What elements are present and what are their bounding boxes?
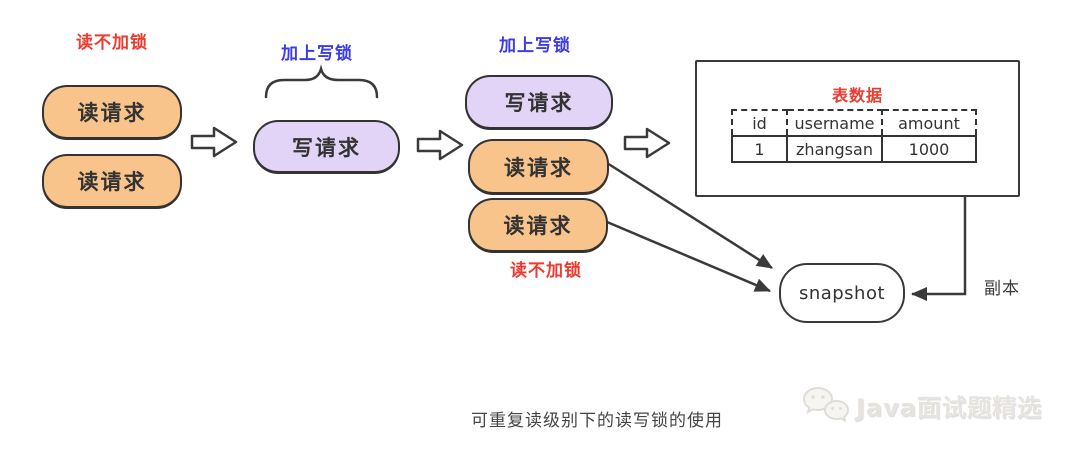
db-table: id username amount 1 zhangsan 1000 bbox=[731, 109, 977, 163]
write-request-node-1: 写请求 bbox=[253, 120, 400, 174]
flow-arrow-1 bbox=[190, 126, 238, 158]
write-request-label: 写请求 bbox=[292, 135, 361, 160]
label-add-write-lock-2: 加上写锁 bbox=[499, 36, 571, 56]
label-add-write-lock-1: 加上写锁 bbox=[281, 44, 353, 64]
label-read-no-lock-right: 读不加锁 bbox=[510, 261, 582, 281]
cell-id: 1 bbox=[731, 135, 788, 163]
table-data-title: 表数据 bbox=[831, 86, 883, 105]
table-to-snapshot-arrow bbox=[911, 197, 967, 301]
read-request-node-3: 读请求 bbox=[468, 139, 609, 195]
read-request-label: 读请求 bbox=[77, 170, 147, 194]
read-request-node-1: 读请求 bbox=[42, 85, 182, 140]
wechat-icon bbox=[802, 386, 850, 423]
read-request-node-4: 读请求 bbox=[468, 198, 608, 253]
header-cell-username: username bbox=[786, 109, 883, 137]
read-request-label: 读请求 bbox=[503, 214, 573, 238]
table-data-panel: 表数据 id username amount 1 zhangsan 1000 bbox=[695, 60, 1020, 197]
copy-label: 副本 bbox=[984, 279, 1020, 299]
write-request-node-2: 写请求 bbox=[465, 75, 613, 130]
flow-arrow-2 bbox=[416, 129, 464, 161]
watermark-text: Java面试题精选 bbox=[856, 393, 1042, 422]
diagram-caption: 可重复读级别下的读写锁的使用 bbox=[471, 411, 723, 431]
label-read-no-lock-left: 读不加锁 bbox=[76, 33, 148, 53]
read2-to-snapshot-arrow bbox=[606, 220, 771, 293]
snapshot-node: snapshot bbox=[779, 263, 905, 323]
flow-arrow-3 bbox=[623, 127, 671, 159]
read-request-node-2: 读请求 bbox=[42, 154, 182, 209]
snapshot-label: snapshot bbox=[798, 282, 886, 304]
watermark: Java面试题精选 bbox=[802, 384, 1042, 426]
header-cell-id: id bbox=[731, 109, 788, 137]
read-request-label: 读请求 bbox=[77, 101, 147, 125]
table-row: 1 zhangsan 1000 bbox=[731, 135, 977, 163]
header-cell-amount: amount bbox=[881, 109, 977, 137]
cell-username: zhangsan bbox=[786, 135, 883, 163]
read-request-label: 读请求 bbox=[504, 155, 573, 180]
write-lock-brace bbox=[264, 64, 379, 99]
write-request-label: 写请求 bbox=[504, 91, 574, 115]
cell-amount: 1000 bbox=[881, 135, 977, 163]
table-header-row: id username amount bbox=[731, 109, 977, 137]
